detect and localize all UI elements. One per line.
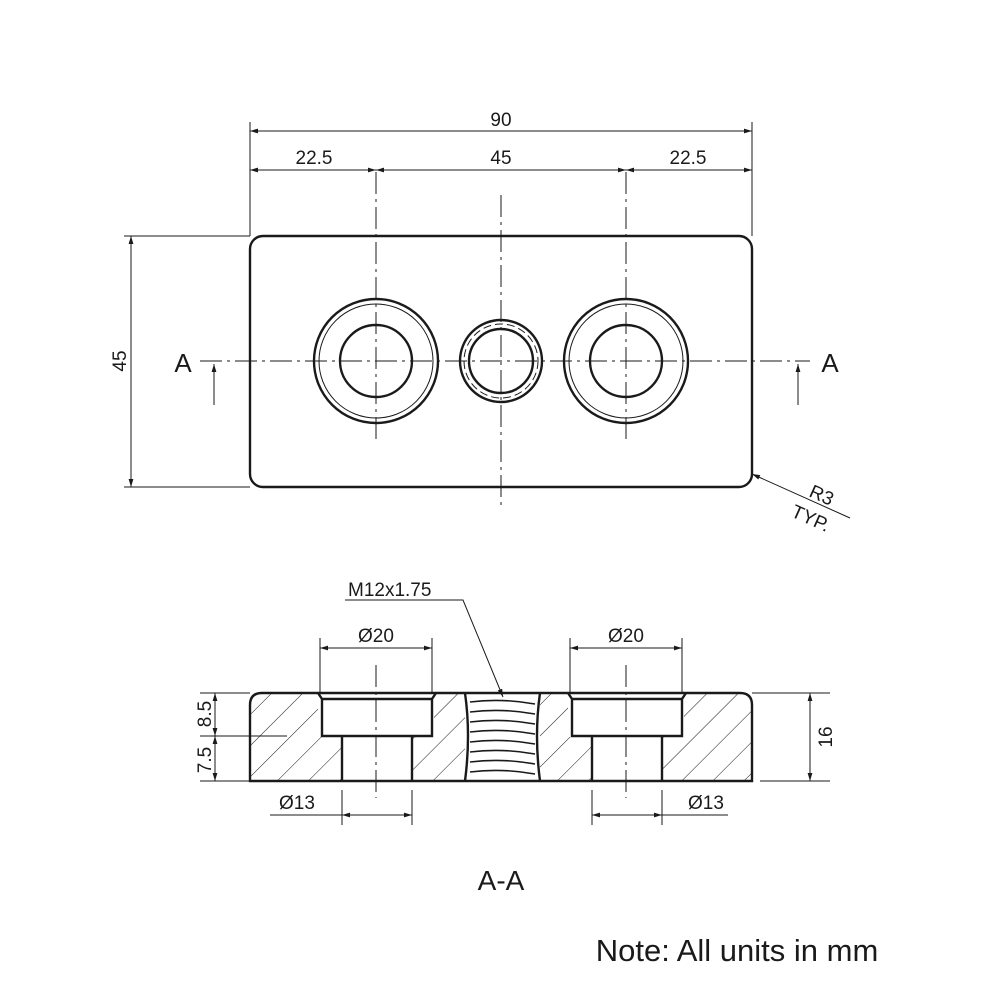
dim-counterbore-left: Ø20 bbox=[358, 626, 394, 647]
section-title: A-A bbox=[478, 865, 525, 896]
dim-hole-right: Ø13 bbox=[688, 793, 724, 814]
counterbore-section-left bbox=[317, 692, 437, 781]
thread-callout-label: M12x1.75 bbox=[348, 580, 431, 601]
section-marker-right: A bbox=[795, 348, 839, 405]
dim-hole-depth: 7.5 bbox=[195, 747, 216, 773]
corner-radius-label: R3 bbox=[806, 481, 837, 510]
top-view: 90 22.5 45 22.5 45 A A R3 TYP. bbox=[110, 110, 851, 537]
dim-left-offset: 22.5 bbox=[296, 148, 333, 169]
section-label-left: A bbox=[174, 348, 192, 378]
dim-height: 45 bbox=[110, 350, 131, 371]
threaded-hole-section bbox=[463, 692, 542, 782]
center-lines bbox=[200, 172, 810, 510]
dim-counterbore-depth: 8.5 bbox=[195, 701, 216, 727]
dim-hole-left: Ø13 bbox=[279, 793, 315, 814]
corner-radius-callout: R3 TYP. bbox=[751, 473, 851, 537]
dim-overall-width: 90 bbox=[490, 110, 511, 131]
dim-right-offset: 22.5 bbox=[670, 148, 707, 169]
section-marker-left: A bbox=[174, 348, 217, 405]
dim-thickness: 16 bbox=[816, 726, 837, 747]
dim-hole-spacing: 45 bbox=[490, 148, 511, 169]
extension-lines bbox=[124, 122, 753, 488]
units-note: Note: All units in mm bbox=[596, 933, 879, 968]
section-view: Ø20 Ø20 Ø13 Ø13 8.5 7.5 16 M12x1.75 A-A bbox=[195, 580, 837, 896]
section-label-right: A bbox=[821, 348, 839, 378]
thread-callout: M12x1.75 bbox=[345, 580, 504, 698]
counterbore-section-right bbox=[567, 692, 687, 781]
dim-counterbore-right: Ø20 bbox=[608, 626, 644, 647]
